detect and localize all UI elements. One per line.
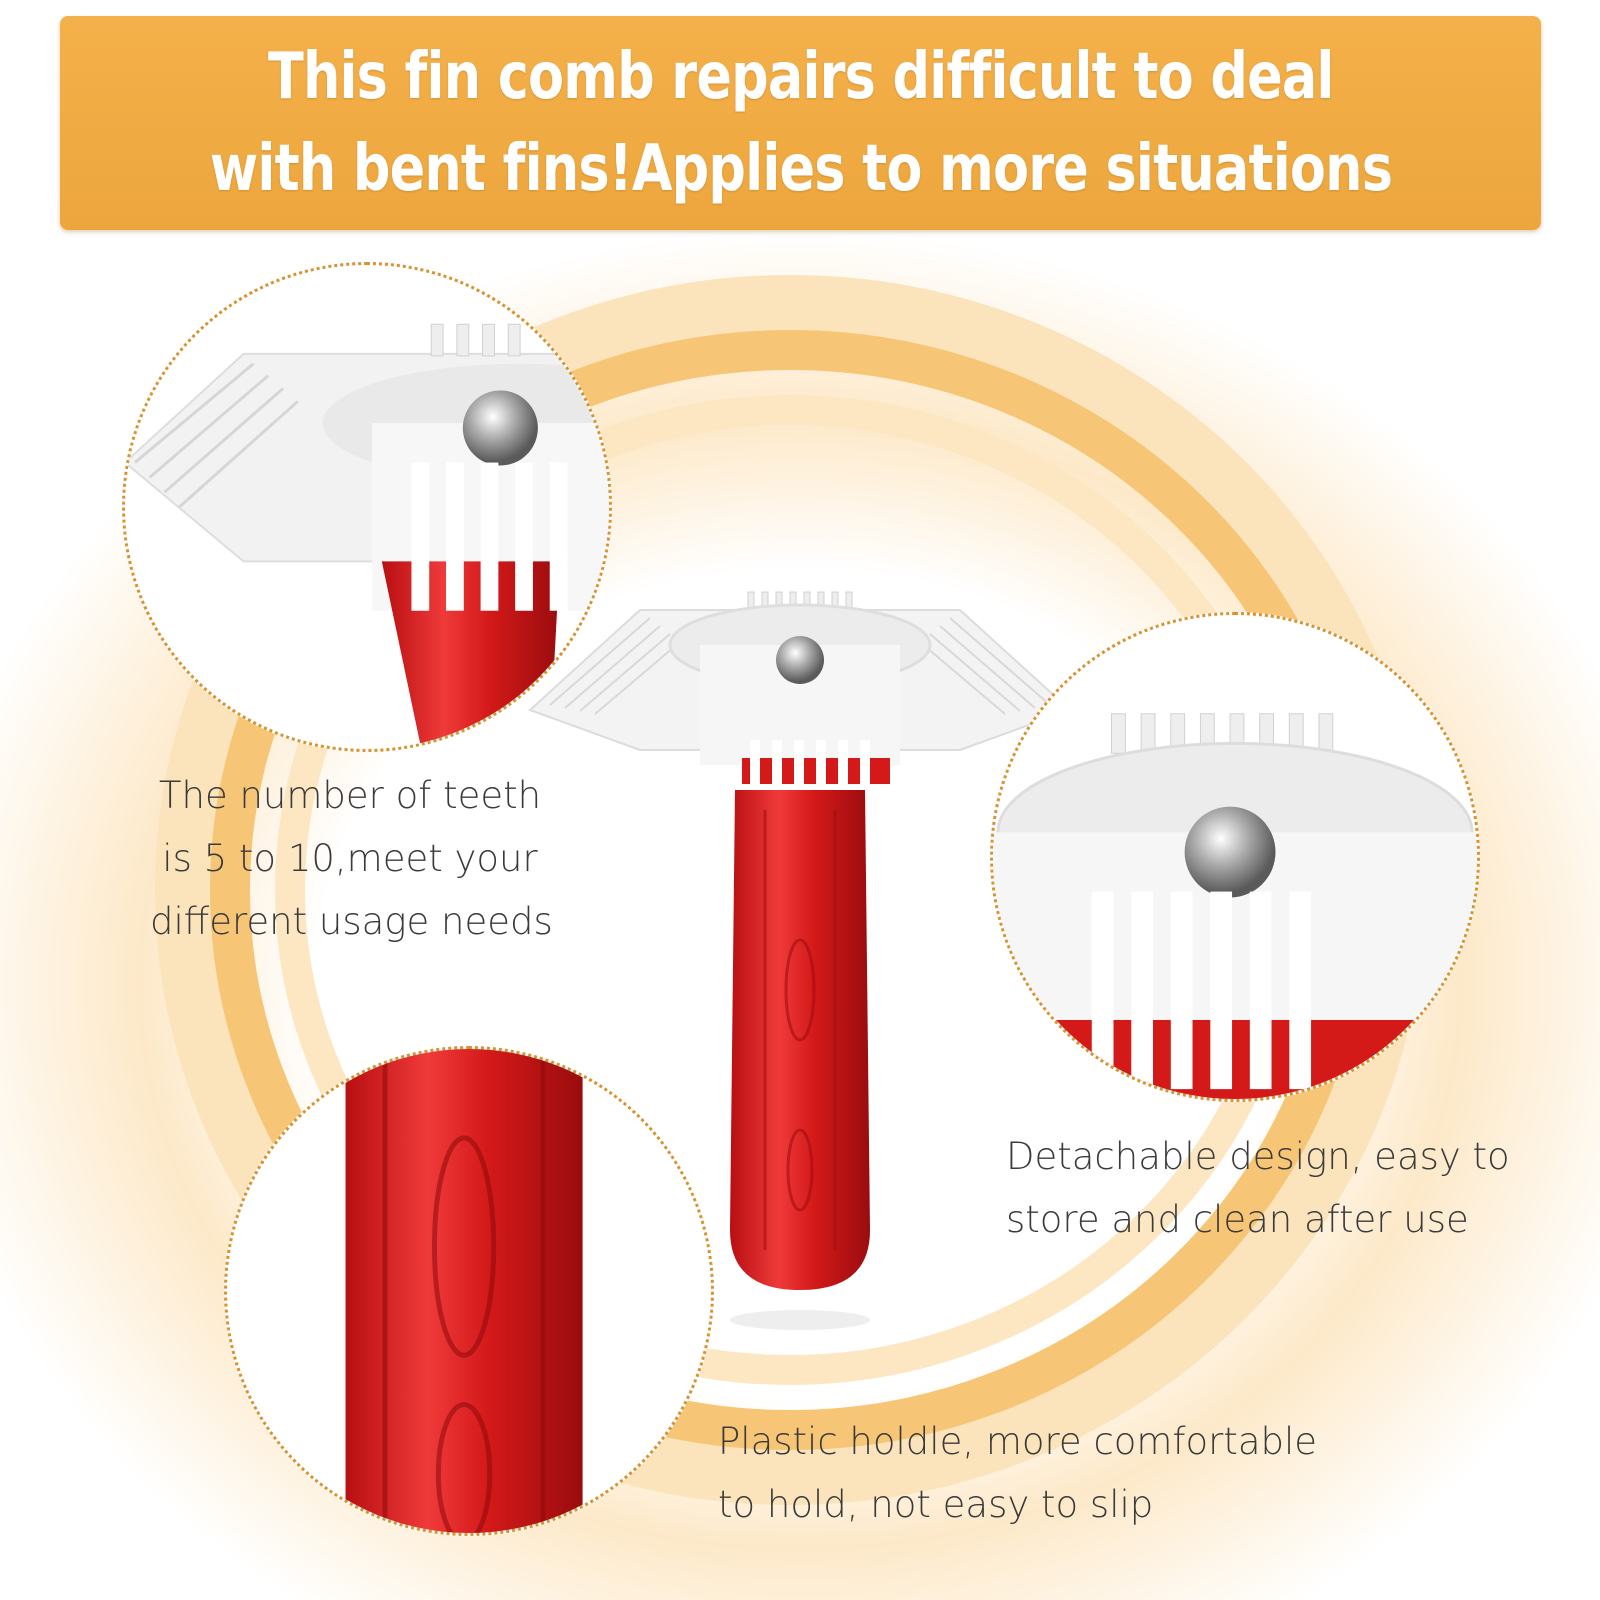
caption-handle-line1: Plastic holdle, more comfortable xyxy=(718,1420,1318,1463)
banner-title-line2: with bent fins!Applies to more situation… xyxy=(209,132,1392,206)
zoom-circle-detachable xyxy=(990,612,1480,1102)
caption-detachable-line2: store and clean after use xyxy=(1006,1198,1469,1241)
banner-title-line1: This fin comb repairs difficult to deal xyxy=(267,40,1334,114)
caption-handle-line2: to hold, not easy to slip xyxy=(718,1483,1154,1526)
caption-detachable: Detachable design, easy to store and cle… xyxy=(1006,1125,1526,1251)
caption-handle: Plastic holdle, more comfortable to hold… xyxy=(718,1410,1338,1536)
caption-detachable-line1: Detachable design, easy to xyxy=(1006,1135,1510,1178)
zoom-circle-teeth xyxy=(122,262,612,752)
caption-teeth-line3: different usage needs xyxy=(150,900,553,943)
fin-comb-product xyxy=(528,591,1072,1330)
caption-teeth-line1: The number of teeth xyxy=(158,774,542,817)
zoom-circle-handle xyxy=(224,1046,714,1536)
header-banner: This fin comb repairs difficult to deal … xyxy=(60,16,1541,230)
caption-teeth-line2: is 5 to 10,meet your xyxy=(162,837,538,880)
caption-teeth: The number of teeth is 5 to 10,meet your… xyxy=(150,764,553,953)
